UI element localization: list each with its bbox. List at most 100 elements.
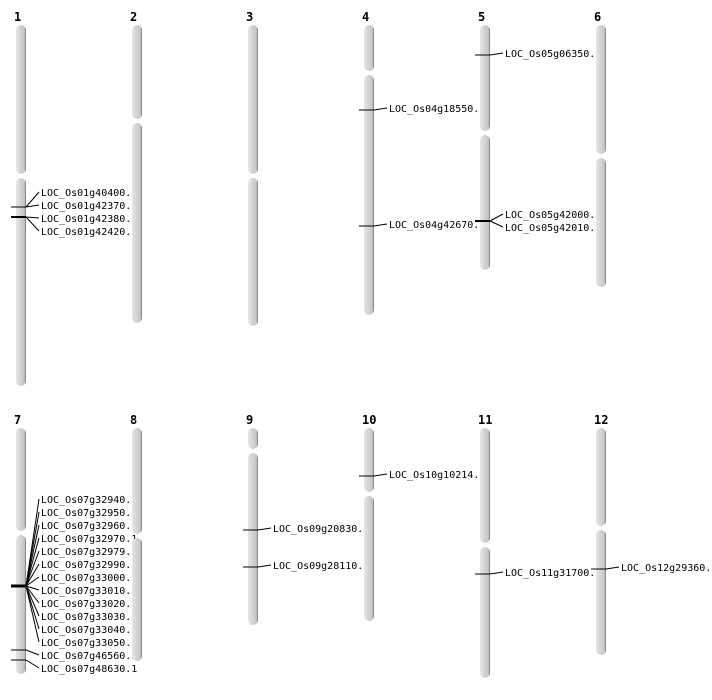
gene-label: LOC_Os07g33010.1 <box>41 586 137 597</box>
gene-connector <box>25 191 40 208</box>
gene-label: LOC_Os07g32960.1 <box>41 521 137 532</box>
chromosome-label: 1 <box>14 10 21 24</box>
gene-connector <box>25 659 40 669</box>
chromosome-arm-short <box>480 428 490 543</box>
chromosome-6: 6 <box>594 10 606 287</box>
gene-label: LOC_Os10g10214.1 <box>389 470 485 481</box>
chromosome-arm-short <box>132 25 142 119</box>
chromosome-label: 5 <box>478 10 485 24</box>
chromosome-arm-long <box>16 535 26 674</box>
chromosome-arm-long <box>480 135 490 270</box>
gene-connector <box>25 576 40 587</box>
gene-label: LOC_Os09g20830.1 <box>273 524 369 535</box>
chromosome-label: 7 <box>14 413 21 427</box>
chromosome-arm-short <box>364 25 374 71</box>
chromosome-2: 2 <box>130 10 142 323</box>
gene-label: LOC_Os07g32950.1 <box>41 508 137 519</box>
chromosome-arm-short <box>596 428 606 526</box>
chromosome-label: 3 <box>246 10 253 24</box>
gene-label: LOC_Os01g42380.1 <box>41 214 137 225</box>
chromosome-5: 5LOC_Os05g06350.1LOC_Os05g42000.1LOC_Os0… <box>475 10 601 270</box>
gene-label: LOC_Os04g42670.1 <box>389 220 485 231</box>
gene-label: LOC_Os07g32970.1 <box>41 534 137 545</box>
chromosome-arm-short <box>480 25 490 131</box>
gene-label: LOC_Os01g40400.1 <box>41 188 137 199</box>
chromosome-7: 7LOC_Os07g32940.1LOC_Os07g32950.1LOC_Os0… <box>11 413 137 675</box>
gene-connector <box>25 649 40 656</box>
gene-connector <box>373 473 388 477</box>
gene-connector <box>489 571 504 575</box>
gene-connector <box>373 223 388 227</box>
gene-connector <box>373 107 388 111</box>
gene-label: LOC_Os11g31700.1 <box>505 568 601 579</box>
gene-label: LOC_Os07g33040.1 <box>41 625 137 636</box>
gene-connector <box>25 585 40 604</box>
gene-connector <box>25 537 40 587</box>
chromosome-arm-long <box>132 538 142 661</box>
gene-connector <box>489 213 504 222</box>
gene-connector <box>25 585 40 617</box>
chromosome-arm-long <box>364 75 374 315</box>
gene-label: LOC_Os07g46560.1 <box>41 651 137 662</box>
gene-label: LOC_Os07g32940.1 <box>41 495 137 506</box>
chromosome-arm-long <box>480 547 490 678</box>
chromosome-label: 4 <box>362 10 369 24</box>
gene-label: LOC_Os07g33020.1 <box>41 599 137 610</box>
gene-label: LOC_Os09g28110.1 <box>273 561 369 572</box>
chromosome-8: 8 <box>130 413 142 661</box>
chromosome-arm-short <box>16 25 26 174</box>
gene-label: LOC_Os07g33000.1 <box>41 573 137 584</box>
gene-connector <box>25 585 40 643</box>
chromosome-1: 1LOC_Os01g40400.1LOC_Os01g42370.1LOC_Os0… <box>11 10 137 386</box>
gene-connector <box>25 204 40 208</box>
chromosome-arm-long <box>132 123 142 323</box>
gene-label: LOC_Os04g18550.1 <box>389 104 485 115</box>
chromosome-arm-short <box>248 25 258 174</box>
chromosome-arm-long <box>248 453 258 625</box>
chromosome-arm-short <box>132 428 142 534</box>
gene-connector <box>257 527 272 531</box>
gene-connector <box>25 216 40 219</box>
gene-connector <box>25 216 40 232</box>
chromosome-arm-long <box>364 496 374 621</box>
chromosome-arm-short <box>596 25 606 154</box>
chromosome-label: 9 <box>246 413 253 427</box>
chromosome-arm-long <box>596 158 606 287</box>
gene-connector <box>489 220 504 228</box>
chromosome-label: 11 <box>478 413 492 427</box>
chromosome-label: 10 <box>362 413 376 427</box>
chromosome-label: 8 <box>130 413 137 427</box>
gene-label: LOC_Os01g42370.1 <box>41 201 137 212</box>
chromosome-label: 12 <box>594 413 608 427</box>
gene-connector <box>25 524 40 587</box>
chromosome-arm-long <box>16 178 26 386</box>
gene-label: LOC_Os07g33050.1 <box>41 638 137 649</box>
gene-connector <box>25 585 40 591</box>
gene-label: LOC_Os07g33030.1 <box>41 612 137 623</box>
chromosome-arm-long <box>248 178 258 326</box>
chromosome-arm-short <box>16 428 26 531</box>
gene-label: LOC_Os05g42000.1 <box>505 210 601 221</box>
gene-label: LOC_Os01g42420.1 <box>41 227 137 238</box>
gene-label: LOC_Os07g48630.1 <box>41 664 137 675</box>
gene-connector <box>605 566 620 570</box>
gene-label: LOC_Os12g29360.1 <box>621 563 712 574</box>
gene-label: LOC_Os05g42010.1 <box>505 223 601 234</box>
chromosome-3: 3 <box>246 10 258 326</box>
gene-connector <box>257 564 272 568</box>
chromosome-arm-short <box>364 428 374 492</box>
gene-label: LOC_Os07g32990.1 <box>41 560 137 571</box>
gene-label: LOC_Os07g32979.1 <box>41 547 137 558</box>
gene-connector <box>25 563 40 587</box>
chromosome-label: 2 <box>130 10 137 24</box>
gene-label: LOC_Os05g06350.1 <box>505 49 601 60</box>
chromosome-arm-long <box>596 530 606 655</box>
gene-connector <box>25 550 40 587</box>
gene-connector <box>489 52 504 56</box>
